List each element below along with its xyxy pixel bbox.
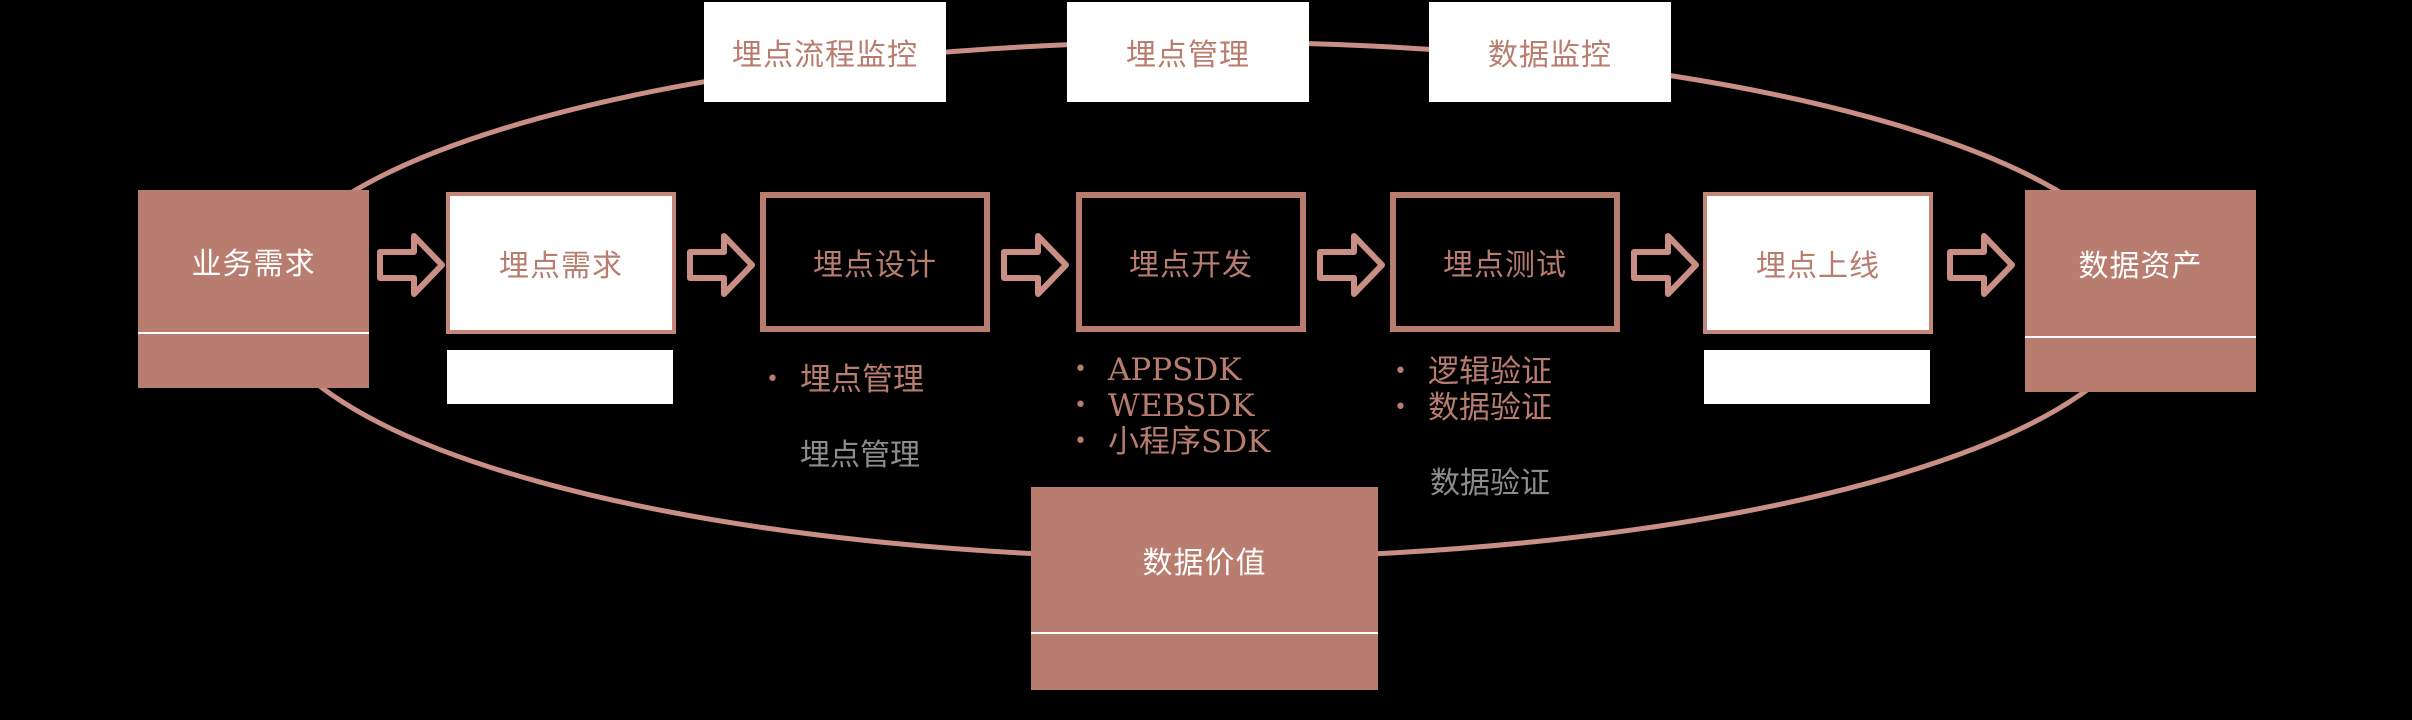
design-ghost-text: 埋点管理 [800, 438, 920, 473]
tracking-launch-strip [1704, 350, 1930, 404]
test-item: 逻辑验证 [1394, 354, 1552, 390]
flow-monitor-label: 埋点流程监控 [704, 2, 946, 102]
data-value-box: 数据价值 [1031, 487, 1378, 632]
data-asset-strip [2025, 336, 2256, 392]
dev-item-list: APPSDK WEBSDK 小程序SDK [1074, 352, 1270, 460]
business-need-strip [138, 332, 369, 388]
management-label: 埋点管理 [1067, 2, 1309, 102]
arrow-right-icon [1317, 233, 1385, 297]
design-item: 埋点管理 [766, 362, 924, 398]
arrow-right-icon [687, 233, 755, 297]
data-monitor-label: 数据监控 [1429, 2, 1671, 102]
test-item-list: 逻辑验证 数据验证 [1394, 354, 1552, 426]
arrow-right-icon [377, 233, 445, 297]
data-value-strip [1031, 632, 1378, 690]
arrow-right-icon [1001, 233, 1069, 297]
stage-tracking-dev: 埋点开发 [1076, 192, 1306, 332]
stage-business-need: 业务需求 [138, 190, 369, 332]
stage-tracking-design: 埋点设计 [760, 192, 990, 332]
stage-data-asset: 数据资产 [2025, 190, 2256, 336]
dev-item: 小程序SDK [1074, 424, 1270, 460]
design-item-list: 埋点管理 [766, 362, 924, 398]
test-item: 数据验证 [1394, 390, 1552, 426]
test-ghost-text: 数据验证 [1430, 466, 1550, 501]
dev-item: APPSDK [1074, 352, 1270, 388]
stage-tracking-launch: 埋点上线 [1703, 192, 1933, 334]
tracking-need-strip [447, 350, 673, 404]
stage-tracking-test: 埋点测试 [1390, 192, 1620, 332]
stage-tracking-need: 埋点需求 [446, 192, 676, 334]
arrow-right-icon [1947, 233, 2015, 297]
arrow-right-icon [1631, 233, 1699, 297]
dev-item: WEBSDK [1074, 388, 1270, 424]
